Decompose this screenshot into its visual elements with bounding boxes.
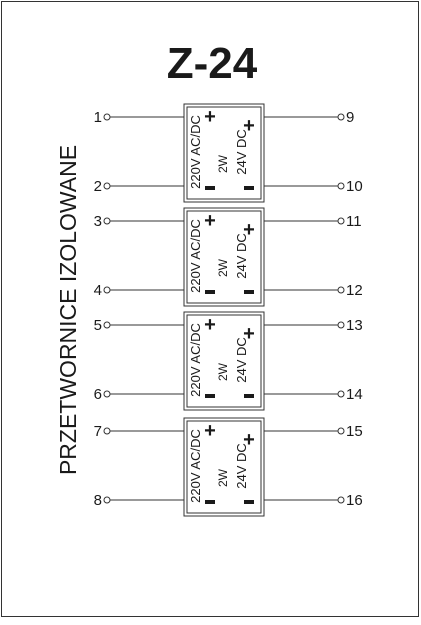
converter-input-label: 220V AC/DC: [188, 115, 203, 189]
terminal-point: [103, 321, 111, 329]
terminal-number: 2: [94, 178, 102, 195]
terminal-point: [103, 427, 111, 435]
terminal-number: 12: [346, 282, 363, 299]
terminal-number: 11: [346, 213, 362, 230]
minus-sign: [205, 186, 215, 190]
terminal-point: [337, 390, 345, 398]
terminal-point: [337, 182, 345, 190]
terminal-number: 14: [346, 386, 363, 403]
converter-module-inner: [186, 314, 262, 408]
plus-sign: +: [243, 219, 255, 241]
terminal-point: [337, 496, 345, 504]
terminal-number: 15: [346, 423, 363, 440]
terminal-point: [103, 113, 111, 121]
plus-sign: +: [243, 323, 255, 345]
converter-input-label: 220V AC/DC: [188, 429, 203, 503]
converter-output-label: 24V DC: [234, 337, 249, 383]
converter-input-label: 220V AC/DC: [188, 323, 203, 397]
terminal-number: 13: [346, 317, 363, 334]
page-frame: [1, 1, 419, 617]
converter-input-label: 220V AC/DC: [188, 219, 203, 293]
converter-power-label: 2W: [216, 468, 230, 487]
converter-module-box: [183, 311, 265, 411]
converter-module-inner: [186, 420, 262, 514]
terminal-number: 1: [94, 109, 102, 126]
terminal-point: [337, 113, 345, 121]
terminal-point: [337, 217, 345, 225]
minus-sign: [244, 394, 254, 398]
converter-power-label: 2W: [216, 154, 230, 173]
diagram-title: Z-24: [167, 39, 258, 88]
converter-module-inner: [186, 210, 262, 304]
minus-sign: [205, 500, 215, 504]
terminal-number: 9: [346, 109, 354, 126]
terminal-number: 10: [346, 178, 363, 195]
converter-module-box: [183, 207, 265, 307]
terminal-number: 4: [94, 282, 102, 299]
plus-sign: +: [204, 210, 216, 232]
converter-power-label: 2W: [216, 258, 230, 277]
plus-sign: +: [204, 106, 216, 128]
converter-output-label: 24V DC: [234, 443, 249, 489]
converter-output-label: 24V DC: [234, 129, 249, 175]
minus-sign: [205, 290, 215, 294]
plus-sign: +: [204, 314, 216, 336]
terminal-number: 5: [94, 317, 102, 334]
terminal-point: [103, 217, 111, 225]
terminal-number: 7: [94, 423, 102, 440]
plus-sign: +: [204, 420, 216, 442]
plus-sign: +: [243, 115, 255, 137]
terminal-point: [103, 286, 111, 294]
terminal-number: 6: [94, 386, 102, 403]
terminal-number: 8: [94, 492, 102, 509]
converter-power-label: 2W: [216, 362, 230, 381]
minus-sign: [244, 500, 254, 504]
terminal-point: [337, 286, 345, 294]
minus-sign: [244, 186, 254, 190]
plus-sign: +: [243, 429, 255, 451]
converter-module-box: [183, 103, 265, 203]
terminal-number: 16: [346, 492, 363, 509]
terminal-point: [103, 390, 111, 398]
terminal-point: [103, 182, 111, 190]
terminal-number: 3: [94, 213, 102, 230]
terminal-point: [103, 496, 111, 504]
converter-output-label: 24V DC: [234, 233, 249, 279]
converter-module-inner: [186, 106, 262, 200]
minus-sign: [244, 290, 254, 294]
minus-sign: [205, 394, 215, 398]
terminal-point: [337, 427, 345, 435]
side-label: PRZETWORNICE IZOLOWANE: [55, 145, 81, 475]
terminal-point: [337, 321, 345, 329]
converter-module-box: [183, 417, 265, 517]
